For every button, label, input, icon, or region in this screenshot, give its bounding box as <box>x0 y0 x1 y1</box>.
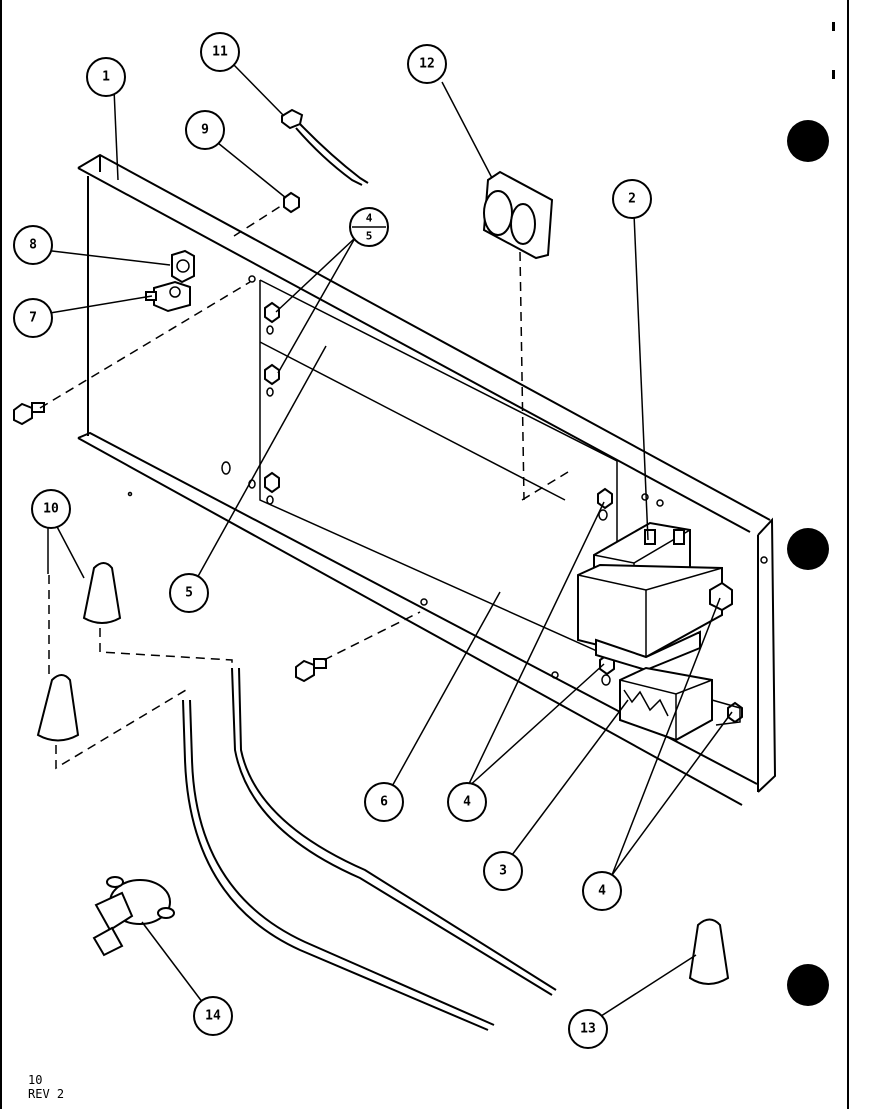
wire-clamp <box>482 170 554 260</box>
ground-lug <box>145 249 195 313</box>
callout-label: 1 <box>102 70 110 85</box>
callout-label: 10 <box>43 502 59 517</box>
callout-8: 8 <box>13 225 53 265</box>
callout-1: 1 <box>86 57 126 97</box>
callout-10: 10 <box>31 489 71 529</box>
callout-label: 4 <box>463 795 471 810</box>
callout-6: 6 <box>364 782 404 822</box>
binder-holes <box>787 22 835 1006</box>
callout-label: 13 <box>580 1022 596 1037</box>
assembly-lines <box>39 203 569 770</box>
callout-7: 7 <box>13 298 53 338</box>
callout-label: 6 <box>380 795 388 810</box>
limit-switch <box>92 876 175 957</box>
wire-tie <box>281 108 369 186</box>
callout-5: 5 <box>169 573 209 613</box>
callout-label: 11 <box>212 45 228 60</box>
callout-14: 14 <box>193 996 233 1036</box>
callout-label: 14 <box>205 1009 221 1024</box>
wire-nuts <box>36 562 730 985</box>
relay <box>619 666 741 742</box>
callout-4b: 4 <box>582 871 622 911</box>
callout-label: 8 <box>29 238 37 253</box>
punch-hole-top <box>787 120 829 162</box>
punch-hole-bottom <box>787 964 829 1006</box>
callout-9: 9 <box>185 110 225 150</box>
callout-4-5: 4 5 <box>349 207 389 247</box>
callout-4a: 4 <box>447 782 487 822</box>
punch-hole-middle <box>787 528 829 570</box>
transformer <box>577 521 733 672</box>
callout-label: 5 <box>185 586 193 601</box>
leader-lines <box>47 63 733 1019</box>
callout-3: 3 <box>483 851 523 891</box>
revision-note: REV 2 <box>28 1087 64 1101</box>
page-number: 10 <box>28 1073 42 1087</box>
callout-12: 12 <box>407 44 447 84</box>
callout-label: 4 <box>598 884 606 899</box>
fraction-top: 4 <box>366 212 373 225</box>
callout-label: 2 <box>628 192 636 207</box>
page-border <box>0 0 849 1109</box>
callout-label: 7 <box>29 311 37 326</box>
screws <box>13 402 327 683</box>
callout-label: 3 <box>499 864 507 879</box>
callout-11: 11 <box>200 32 240 72</box>
callout-label: 12 <box>419 57 435 72</box>
callout-13: 13 <box>568 1009 608 1049</box>
callout-label: 9 <box>201 123 209 138</box>
nut-9 <box>283 191 300 214</box>
wire-leads <box>182 667 557 1031</box>
fraction-bottom: 5 <box>366 230 373 243</box>
callout-2: 2 <box>612 179 652 219</box>
